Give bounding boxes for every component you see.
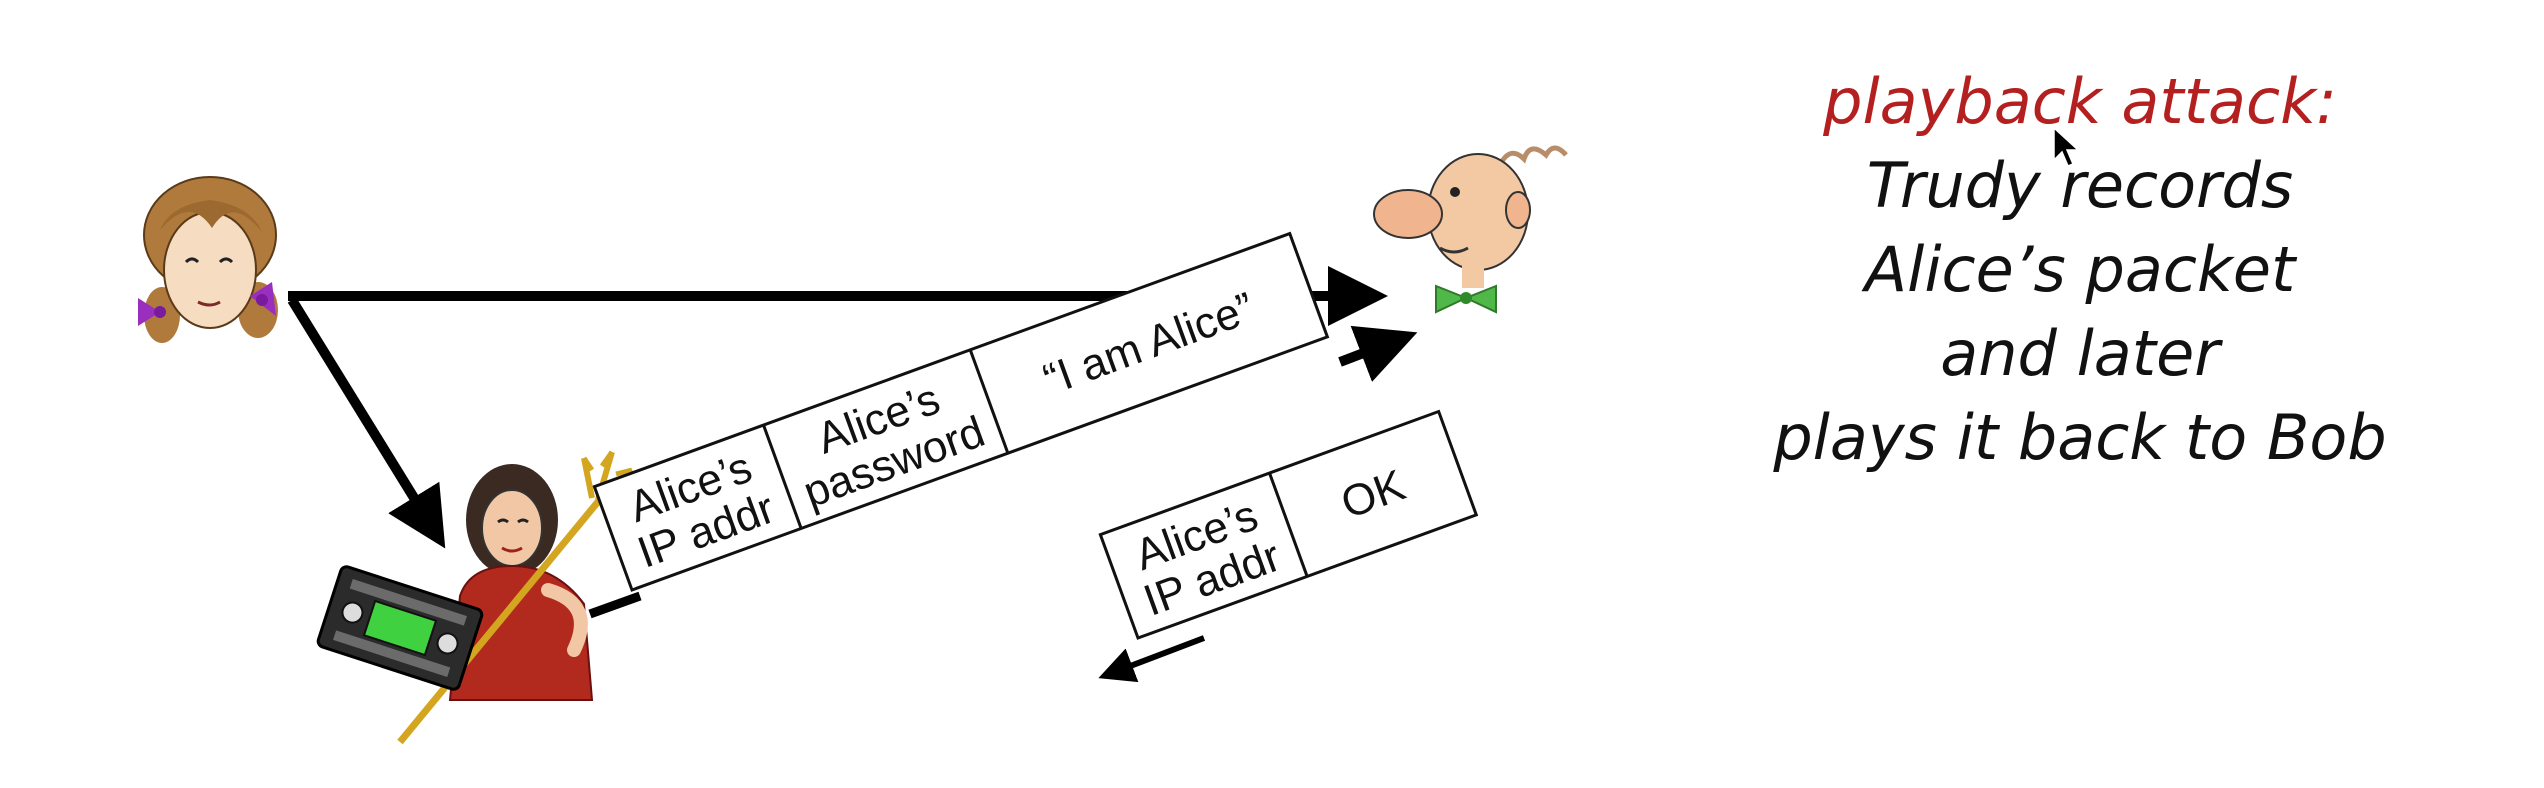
caption-line-4: plays it back to Bob xyxy=(1773,401,2387,474)
caption-title: playback attack: xyxy=(1823,65,2337,138)
replay-to-bob-arrow xyxy=(1338,325,1418,382)
alice-to-trudy-arrow xyxy=(287,297,446,549)
alice-icon xyxy=(138,176,278,343)
packet-top: Alice’s IP addr Alice’s password “I am A… xyxy=(592,231,1330,592)
caption-line-1: Trudy records xyxy=(1866,149,2294,222)
mouse-cursor-icon xyxy=(2053,126,2080,167)
packet-top-border xyxy=(592,231,1330,592)
bob-icon xyxy=(1373,145,1568,314)
caption-line-2: Alice’s packet xyxy=(1864,233,2296,306)
packet-reply: Alice’s IP addr OK xyxy=(1098,409,1479,640)
trudy-icon xyxy=(448,464,594,701)
trudy-to-packet-line xyxy=(588,591,642,619)
caption: playback attack: Trudy records Alice’s p… xyxy=(1700,60,2460,480)
reply-direction-arrow xyxy=(1098,635,1206,683)
recorder-icon xyxy=(316,565,484,691)
pitchfork-icon xyxy=(397,450,634,745)
caption-line-3: and later xyxy=(1940,317,2220,390)
